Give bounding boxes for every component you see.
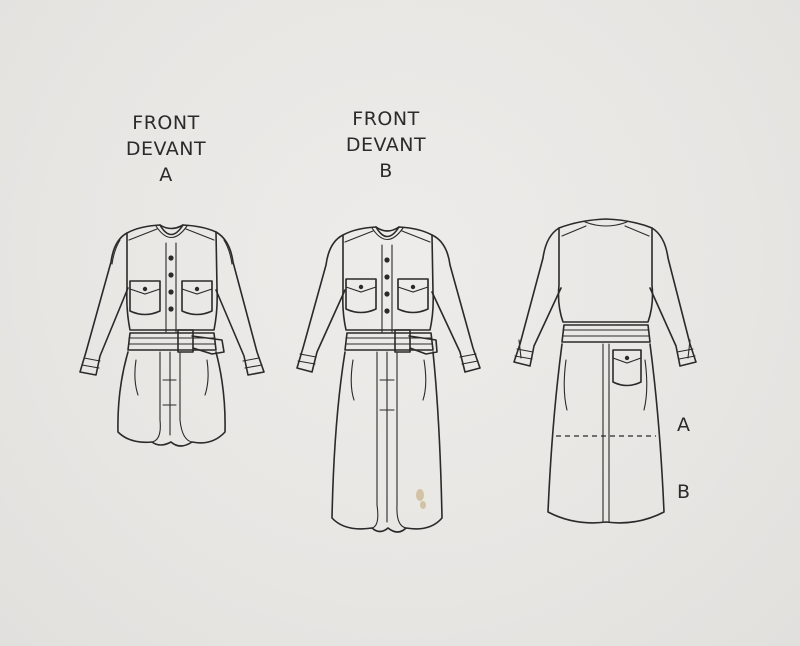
front-b-variant: B xyxy=(379,160,393,182)
back-length-mark-b: B xyxy=(677,481,691,503)
front-a-dress-illustration xyxy=(79,224,265,447)
front-b-label: FRONT DEVANT B xyxy=(331,106,441,184)
front-b-label-en: FRONT xyxy=(352,108,420,130)
front-a-label: FRONT DEVANT A xyxy=(116,110,216,188)
front-b-label-fr: DEVANT xyxy=(345,134,427,156)
front-a-label-en: FRONT xyxy=(132,112,200,134)
back-length-mark-a: A xyxy=(677,414,690,436)
front-a-variant: A xyxy=(159,164,173,186)
back-dress-illustration xyxy=(513,218,697,524)
front-b-dress-illustration xyxy=(296,226,481,533)
front-a-label-fr: DEVANT xyxy=(125,138,207,160)
